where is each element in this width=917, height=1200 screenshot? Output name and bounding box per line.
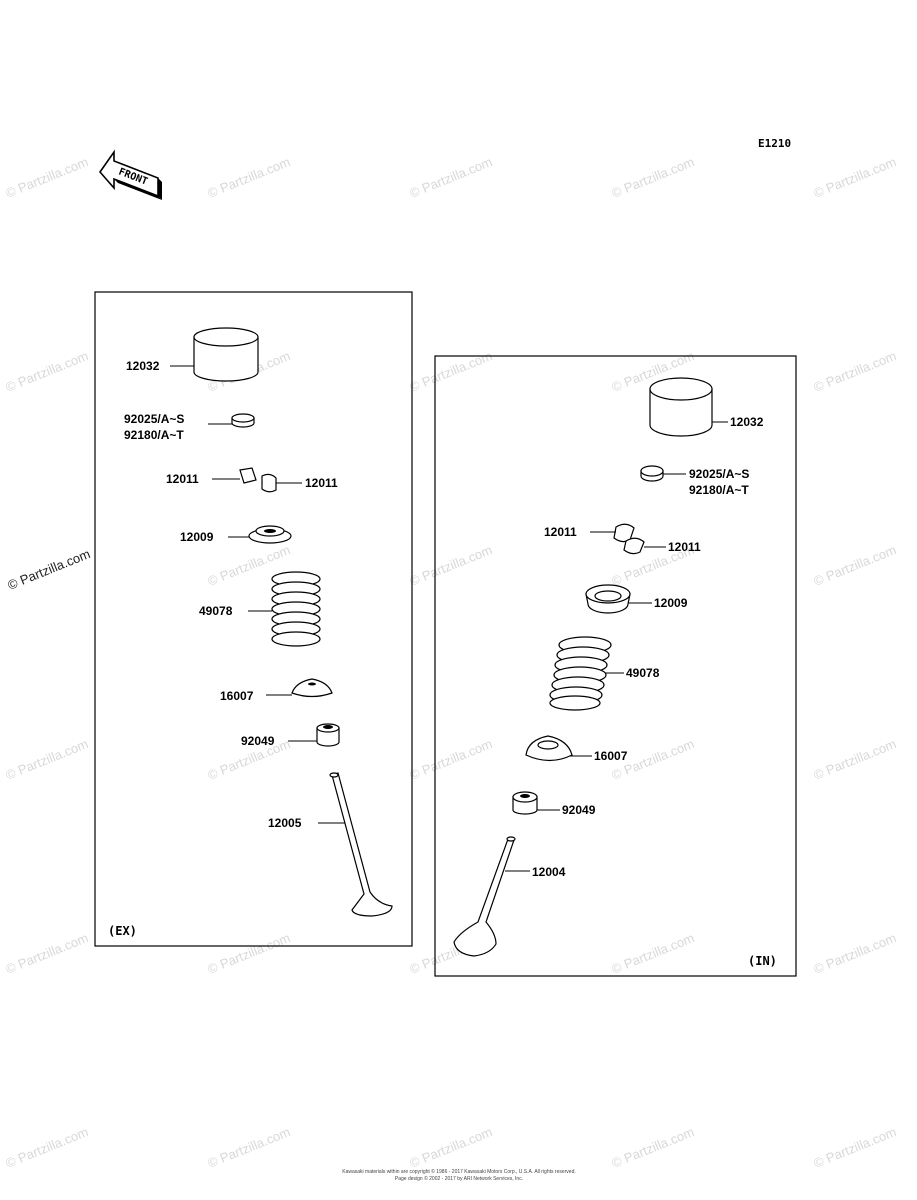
shim-92025 — [640, 465, 686, 482]
valve-12005 — [318, 772, 393, 917]
spring-49078 — [248, 571, 321, 647]
retainer-12009 — [228, 525, 292, 544]
seal-92049 — [512, 791, 560, 815]
watermark: © Partzilla.com — [812, 542, 899, 589]
shim-92025 — [208, 413, 255, 428]
watermark: © Partzilla.com — [4, 930, 91, 977]
watermark: © Partzilla.com — [4, 348, 91, 395]
part-label: 12011 — [544, 525, 577, 539]
valve-12004 — [453, 836, 530, 957]
tappet-12032 — [170, 327, 259, 382]
watermark: © Partzilla.com — [4, 736, 91, 783]
watermark: © Partzilla.com — [408, 736, 495, 783]
in-panel: 12032 92025/A~S 92180/A~T 12011 12011 12… — [434, 355, 797, 977]
watermark: © Partzilla.com — [408, 348, 495, 395]
part-label: 92049 — [562, 803, 596, 817]
part-label: 12005 — [268, 816, 302, 830]
tappet-12032 — [649, 377, 728, 437]
panel-tag-in: (IN) — [748, 954, 777, 968]
part-label: 12032 — [126, 359, 160, 373]
watermark: © Partzilla.com — [610, 1124, 697, 1171]
watermark: © Partzilla.com — [812, 154, 899, 201]
watermark: © Partzilla.com — [408, 154, 495, 201]
watermark: © Partzilla.com — [812, 348, 899, 395]
part-label: 12011 — [166, 472, 199, 486]
part-label: 12011 — [668, 540, 701, 554]
part-label: 92025/A~S — [689, 467, 749, 481]
watermark-layer: © Partzilla.com © Partzilla.com © Partzi… — [4, 154, 899, 1171]
ex-panel: 12032 92025/A~S 92180/A~T 12011 12011 12… — [94, 291, 413, 947]
watermark: © Partzilla.com — [6, 546, 93, 593]
part-label: 16007 — [594, 749, 628, 763]
part-label: 12011 — [305, 476, 338, 490]
part-label: 92180/A~T — [689, 483, 749, 497]
cotter-12011 — [590, 523, 666, 555]
spring-seat-16007 — [266, 678, 333, 698]
seal-92049 — [288, 723, 340, 747]
part-label: 12004 — [532, 865, 566, 879]
part-label: 92025/A~S — [124, 412, 184, 426]
part-label: 92049 — [241, 734, 275, 748]
part-label: 12009 — [654, 596, 688, 610]
watermark: © Partzilla.com — [206, 1124, 293, 1171]
watermark: © Partzilla.com — [812, 736, 899, 783]
watermark: © Partzilla.com — [812, 930, 899, 977]
footer-copyright-line-1: Kawasaki materials within are copyright … — [342, 1168, 576, 1175]
part-label: 12009 — [180, 530, 214, 544]
watermark: © Partzilla.com — [4, 1124, 91, 1171]
retainer-12009 — [585, 584, 652, 614]
part-label: 12032 — [730, 415, 764, 429]
watermark: © Partzilla.com — [4, 154, 91, 201]
footer-copyright-line-2: Page design © 2002 - 2017 by ARI Network… — [395, 1175, 523, 1182]
watermark: © Partzilla.com — [812, 1124, 899, 1171]
part-label: 16007 — [220, 689, 254, 703]
panel-tag-ex: (EX) — [108, 924, 137, 938]
part-label: 49078 — [626, 666, 660, 680]
watermark: © Partzilla.com — [206, 154, 293, 201]
spring-seat-16007 — [525, 735, 592, 762]
watermark: © Partzilla.com — [408, 542, 495, 589]
cotter-12011 — [212, 467, 302, 493]
spring-49078 — [549, 636, 624, 711]
part-label: 49078 — [199, 604, 233, 618]
front-arrow-icon: FRONT — [98, 149, 162, 200]
watermark: © Partzilla.com — [610, 154, 697, 201]
watermark: © Partzilla.com — [408, 1124, 495, 1171]
part-label: 92180/A~T — [124, 428, 184, 442]
diagram-code: E1210 — [758, 137, 791, 150]
watermark: © Partzilla.com — [206, 930, 293, 977]
watermark: © Partzilla.com — [610, 930, 697, 977]
